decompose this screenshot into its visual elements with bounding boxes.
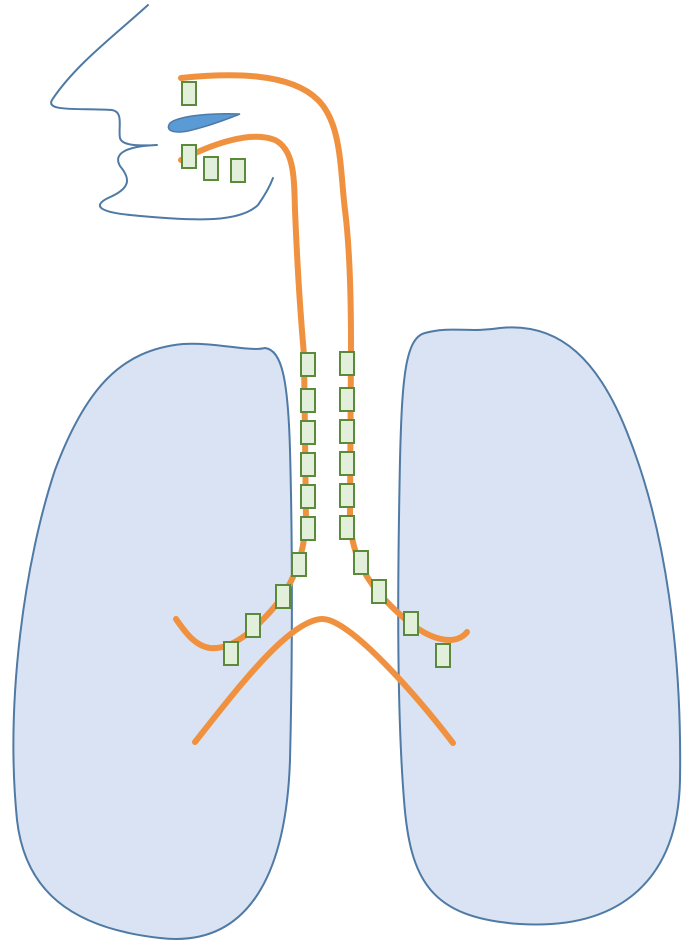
- marker-bronchus-right-2: [372, 580, 386, 603]
- marker-bronchus-left-1: [292, 553, 306, 576]
- marker-oral-1: [182, 145, 196, 168]
- marker-bronchus-right-1: [354, 551, 368, 574]
- marker-trachea-left-1: [301, 353, 315, 376]
- marker-trachea-left-5: [301, 485, 315, 508]
- marker-nasal: [182, 82, 196, 105]
- marker-bronchus-left-3: [246, 614, 260, 637]
- marker-trachea-left-4: [301, 453, 315, 476]
- marker-trachea-left-6: [301, 517, 315, 540]
- marker-bronchus-right-4: [436, 644, 450, 667]
- marker-trachea-left-2: [301, 389, 315, 412]
- marker-bronchus-left-2: [276, 585, 290, 608]
- marker-trachea-left-3: [301, 421, 315, 444]
- left-lung: [13, 344, 291, 939]
- tongue: [168, 114, 240, 132]
- marker-bronchus-right-3: [404, 612, 418, 635]
- marker-oral-2: [204, 157, 218, 180]
- face-profile: [51, 5, 273, 219]
- marker-trachea-right-3: [340, 420, 354, 443]
- marker-trachea-right-1: [340, 352, 354, 375]
- right-lung: [398, 327, 680, 924]
- marker-bronchus-left-4: [224, 642, 238, 665]
- marker-trachea-right-4: [340, 452, 354, 475]
- marker-trachea-right-5: [340, 484, 354, 507]
- marker-trachea-right-6: [340, 516, 354, 539]
- marker-oral-3: [231, 159, 245, 182]
- marker-trachea-right-2: [340, 388, 354, 411]
